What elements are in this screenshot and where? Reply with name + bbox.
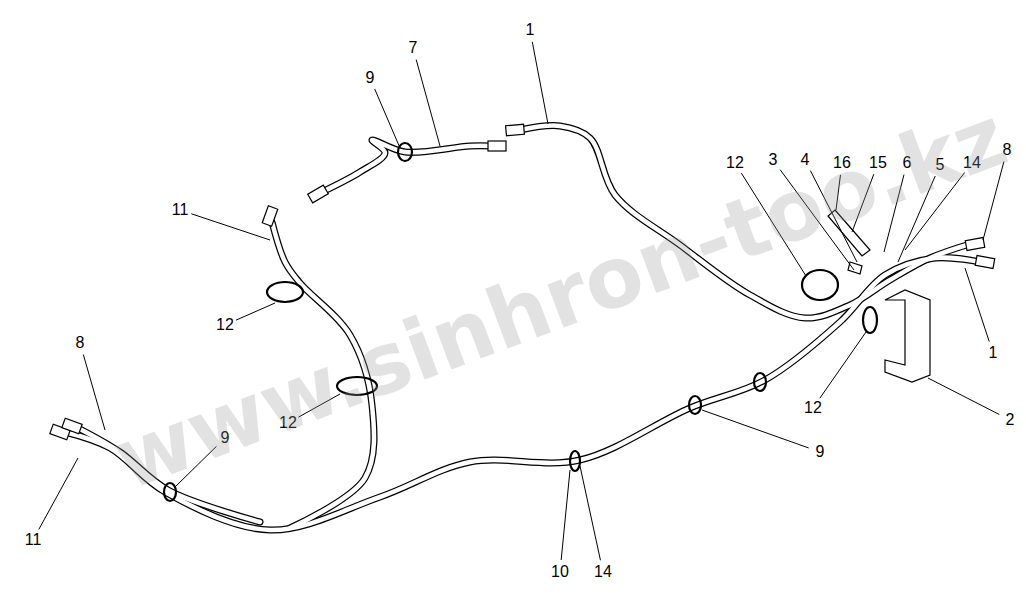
leader-line [561,470,570,560]
callout-number: 1 [989,345,998,361]
callout-number: 11 [25,532,42,548]
hose-fitting [975,256,994,269]
leader-line [416,60,440,146]
callout-number: 10 [551,564,569,580]
leader-line [83,355,105,430]
leader-line [191,214,270,240]
hose-body [322,140,492,192]
hose-clamp [802,270,838,300]
hose-fitting [262,206,278,226]
hose-clamp [754,373,766,391]
watermark: www.sinhron-too.kz [103,93,1016,502]
hose-outline [322,140,492,192]
callout-number: 9 [816,444,825,460]
hose-clamp [570,451,580,471]
leader-line [928,378,999,415]
callout-number: 12 [804,400,822,416]
leader-line [580,466,600,560]
leader-line [236,303,275,320]
hose-clamp [267,282,303,302]
hose-clamp [689,396,701,414]
callout-number: 12 [216,317,234,333]
callout-number: 11 [172,202,189,218]
callout-number: 12 [726,155,744,171]
hose-clamp [398,143,412,161]
callout-number: 2 [1006,412,1015,428]
leader-line [39,458,78,529]
hose-fitting [506,124,525,136]
leader-line [532,42,548,124]
mounting-bracket [885,290,930,382]
callout-number: 7 [409,40,418,56]
hose-fitting [488,141,506,151]
leader-line [702,410,809,448]
callout-number: 3 [769,152,778,168]
callout-number: 9 [366,70,375,86]
hose-fitting [308,185,329,203]
callout-number: 8 [76,335,85,351]
callout-number: 14 [594,564,612,580]
leader-line [820,332,866,398]
hose-fitting [965,238,984,251]
hose-fitting [62,418,82,434]
hose-clamp [863,307,877,333]
callout-number: 1 [526,22,535,38]
leader-line [965,268,989,342]
leader-line [375,89,400,148]
